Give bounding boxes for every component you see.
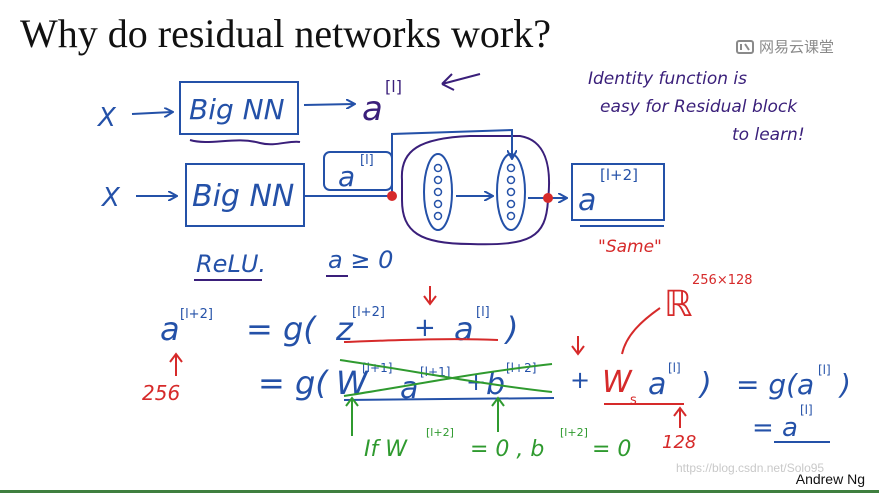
big-nn-label-top: Big NN — [189, 93, 285, 126]
arrow-256 — [169, 352, 183, 376]
input-node — [387, 191, 397, 201]
netease-logo: 网易云课堂 — [736, 36, 834, 57]
arrow-x-to-nn-top — [131, 112, 172, 114]
input-x-mid: X — [100, 183, 121, 213]
dim-256: 256 — [142, 381, 180, 405]
arrow-pointing-a-l — [441, 73, 481, 91]
hidden-layer-1 — [423, 153, 453, 231]
condition-eq-zero: = 0 — [592, 437, 631, 462]
green-arrow-w — [345, 396, 359, 436]
hidden-layer-2 — [496, 153, 526, 231]
eq1-z: z — [335, 310, 354, 348]
reals-symbol: ℝ — [664, 284, 693, 325]
output-node — [543, 193, 553, 203]
ws-to-R-line — [621, 307, 661, 355]
green-cross-2 — [343, 363, 553, 397]
csdn-watermark: https://blog.csdn.net/Solo95 — [676, 461, 825, 475]
skip-connection — [391, 128, 512, 196]
sup-l-top: [l] — [385, 77, 402, 96]
netease-logo-icon — [736, 39, 754, 54]
eq2-close: ) — [698, 367, 712, 402]
arrow-128 — [673, 406, 687, 428]
big-nn-label-mid: Big NN — [192, 179, 294, 214]
dim-128: 128 — [662, 432, 696, 453]
a-ge-zero: a ≥ 0 — [328, 246, 393, 274]
condition-w-sup: [l+2] — [426, 426, 454, 439]
eq4: = a — [752, 413, 798, 443]
eq1-plus: + — [414, 313, 436, 343]
green-cross-1 — [339, 359, 553, 393]
a-l-box-mid — [323, 151, 393, 191]
a-l2-letter: a — [578, 183, 596, 218]
eq1-close: ) — [504, 310, 518, 348]
author-name: Andrew Ng — [795, 471, 865, 487]
eq2-a2-sup: [l] — [668, 361, 681, 375]
eq3-sup: [l] — [818, 363, 831, 377]
eq2-plus-2: + — [570, 366, 590, 394]
condition-b-sup: [l+2] — [560, 426, 588, 439]
a-l-top: a — [362, 89, 383, 129]
eq1-red-underline — [343, 338, 499, 343]
footer-bar — [0, 490, 879, 493]
logo-text: 网易云课堂 — [759, 39, 835, 56]
sup-l2-box: [l+2] — [600, 166, 638, 184]
eq2-a2: a — [648, 367, 666, 402]
eq2-underline — [343, 397, 555, 401]
eq2-g: = g( — [258, 364, 329, 402]
eq1-z-sup: [l+2] — [352, 305, 385, 320]
arrow-nn-to-a-top — [303, 104, 354, 105]
scribble-under-nn — [189, 139, 301, 146]
layer-1-units — [433, 163, 443, 221]
eq1-a: a — [454, 310, 474, 348]
condition-b: = 0 , b — [470, 437, 544, 462]
eq2-w: W — [336, 364, 369, 402]
note-line-1: Identity function is — [588, 69, 747, 89]
input-x-top: X — [96, 103, 117, 133]
red-arrow-eq2 — [571, 336, 585, 356]
layer-2-units — [506, 163, 516, 221]
relu-label: ReLU. — [196, 250, 266, 278]
green-arrow-b — [491, 396, 505, 432]
eq1-lhs-sup: [l+2] — [180, 307, 213, 322]
ws-symbol: W — [602, 365, 633, 400]
big-nn-box-top — [179, 81, 299, 135]
eq1-a-sup: [l] — [476, 305, 490, 320]
eq1-red-arrow — [423, 286, 437, 306]
eq2-a: a — [400, 371, 418, 406]
eq1-lhs: a — [160, 310, 180, 348]
same-label: "Same" — [598, 237, 662, 257]
condition-if-w: If W — [364, 437, 408, 462]
a-l2-box — [571, 163, 665, 221]
reals-sup: 256×128 — [692, 273, 753, 288]
eq1-g: = g( — [246, 310, 317, 348]
note-line-2: easy for Residual block — [600, 97, 798, 117]
ws-sub: s — [630, 393, 637, 408]
a-l-mid: a — [338, 160, 355, 193]
eq3-g-a: = g(a — [736, 368, 814, 401]
eq4-sup: [l] — [800, 403, 813, 417]
sup-l-mid: [l] — [360, 153, 374, 168]
note-line-3: to learn! — [732, 125, 805, 145]
eq3-close: ) — [838, 368, 851, 401]
slide-title: Why do residual networks work? — [20, 11, 551, 56]
